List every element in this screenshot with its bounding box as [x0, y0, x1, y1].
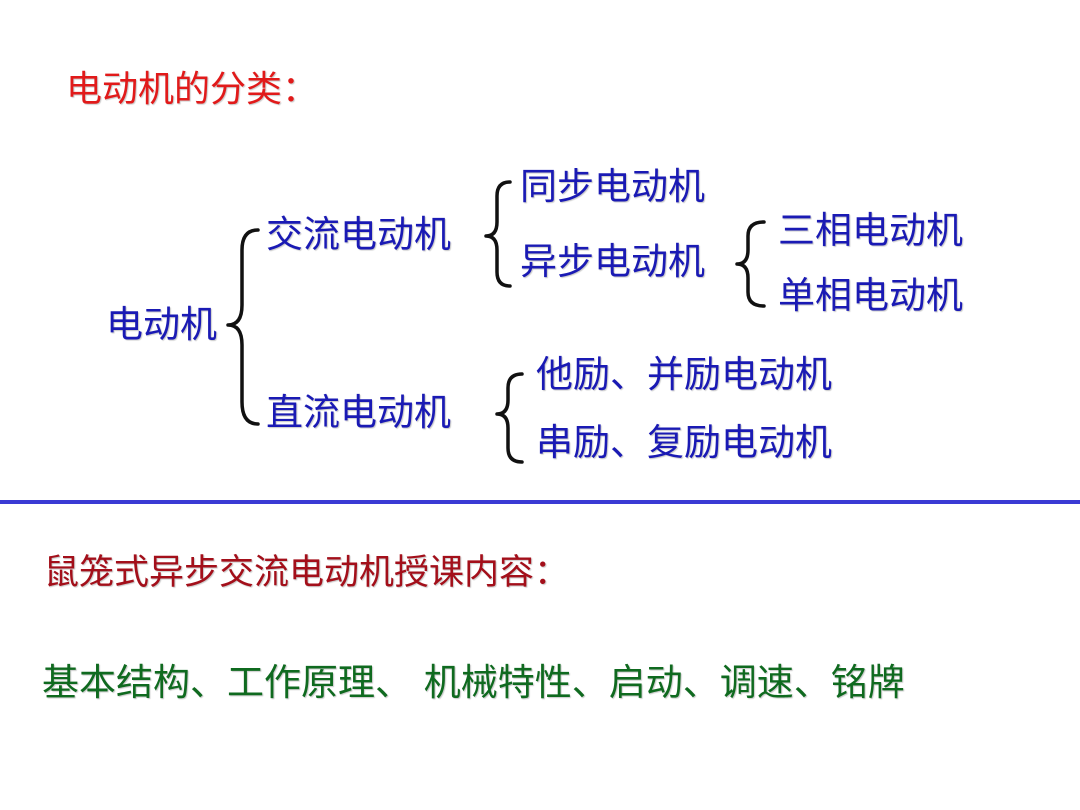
- node-separately-shunt-motor: 他励、并励电动机: [536, 353, 832, 396]
- node-three-phase-motor: 三相电动机: [778, 209, 963, 252]
- node-dc-motor: 直流电动机: [266, 391, 451, 434]
- node-motor: 电动机: [106, 303, 217, 346]
- page-title: 电动机的分类：: [66, 69, 319, 110]
- brace-root: [226, 228, 260, 426]
- brace-async: [735, 220, 766, 308]
- node-async-motor: 异步电动机: [520, 240, 705, 283]
- course-content: 基本结构、工作原理、 机械特性、启动、调速、铭牌: [42, 661, 905, 704]
- brace-ac: [484, 180, 512, 288]
- section-subtitle: 鼠笼式异步交流电动机授课内容：: [44, 553, 570, 593]
- node-ac-motor: 交流电动机: [266, 213, 451, 256]
- brace-dc: [495, 372, 524, 464]
- node-series-compound-motor: 串励、复励电动机: [536, 421, 832, 464]
- node-sync-motor: 同步电动机: [520, 165, 705, 208]
- node-single-phase-motor: 单相电动机: [778, 274, 963, 317]
- divider-line: [0, 500, 1080, 504]
